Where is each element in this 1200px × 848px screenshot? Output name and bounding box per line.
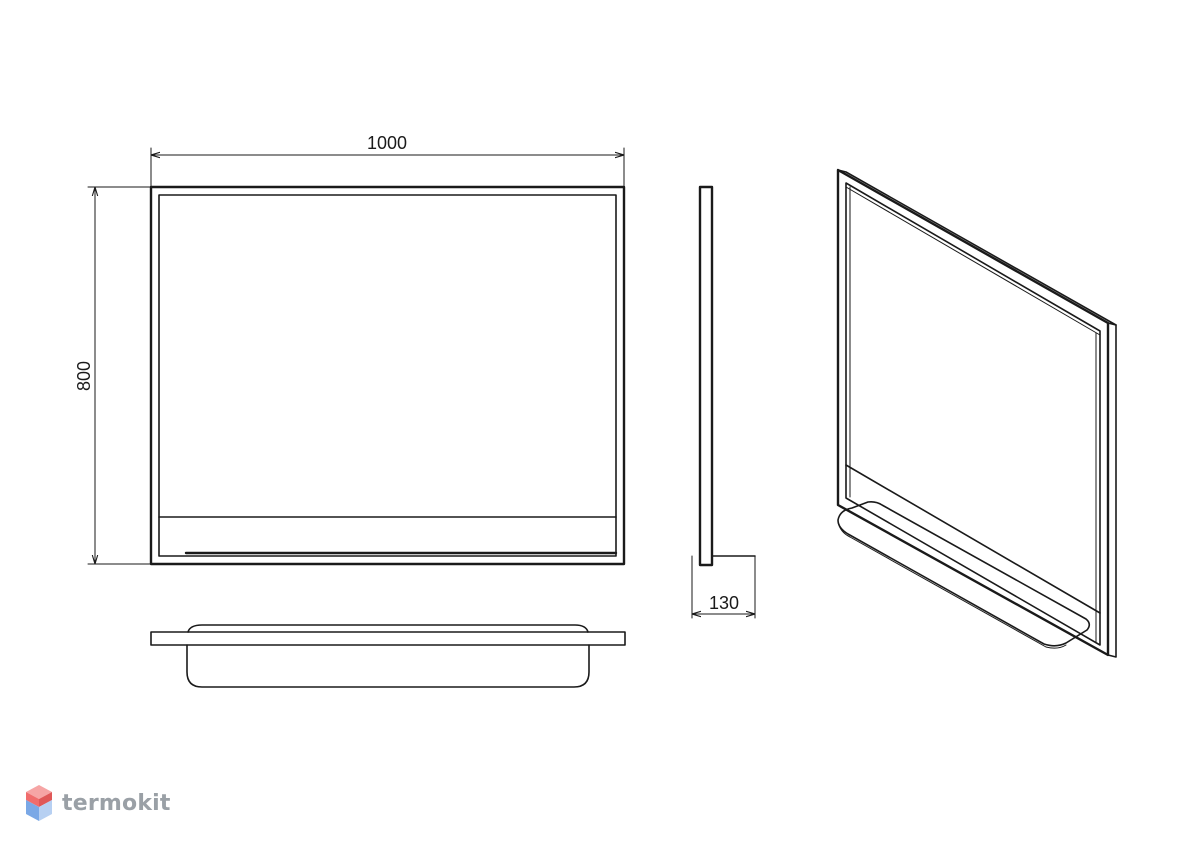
depth-dimension-label: 130 [709, 593, 739, 613]
isometric-view [836, 168, 1117, 658]
side-view-frame [698, 185, 714, 567]
depth-dimension: 130 [691, 555, 756, 619]
cube-logo-icon [26, 785, 52, 821]
top-view-frame [150, 631, 626, 646]
front-outer-frame [149, 185, 626, 566]
height-dimension: 800 [74, 186, 151, 565]
height-dimension-label: 800 [74, 361, 94, 391]
iso-inner-frame [845, 182, 1101, 646]
side-view [698, 185, 756, 567]
front-inner-frame [158, 194, 617, 557]
top-view-shelf-back [187, 624, 589, 633]
brand-watermark: termokit [24, 782, 171, 824]
iso-shelf-top-line [845, 464, 1101, 614]
iso-shelf [837, 501, 1091, 647]
top-view-shelf-front [186, 644, 590, 688]
brand-name: termokit [62, 790, 171, 816]
top-view [150, 624, 626, 688]
front-view [149, 185, 626, 566]
width-dimension-label: 1000 [367, 133, 407, 153]
width-dimension: 1000 [150, 133, 625, 187]
iso-outer-frame [836, 168, 1110, 657]
